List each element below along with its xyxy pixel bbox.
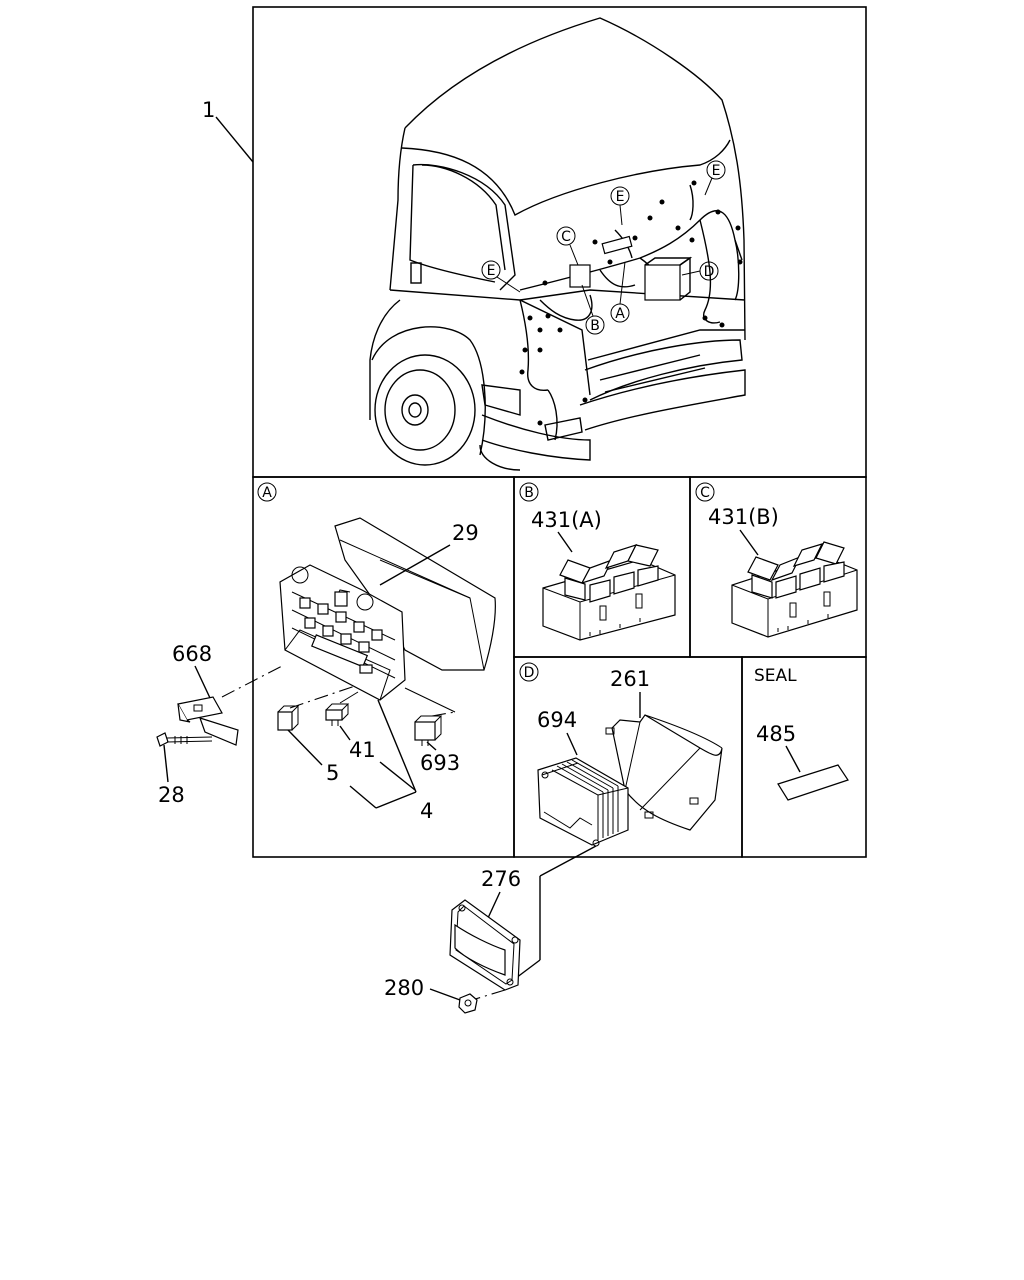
svg-text:D: D [524,665,535,681]
dashed-leader-668 [221,665,283,698]
callout-693: 693 [420,751,460,775]
bracket-668 [177,696,239,746]
leader-668 [194,665,211,699]
leader-693 [426,741,437,751]
controller-link-bracket [515,959,541,979]
relay-block-431a [542,543,676,641]
bolt-28 [156,732,213,747]
callout-485: 485 [756,722,796,746]
seal-label-485 [777,764,849,801]
callout-4: 4 [420,799,433,823]
controller-bracket-276 [449,899,521,991]
leader-4 [349,699,417,809]
dashed-leader-693 [431,711,456,717]
harness-marker-b: B [581,284,605,335]
svg-text:E: E [712,163,721,179]
callout-431b: 431(B) [708,505,779,529]
svg-text:B: B [590,318,600,334]
fuse-box [279,564,406,701]
svg-text:B: B [524,485,534,501]
svg-text:E: E [487,263,496,279]
svg-text:D: D [704,264,715,280]
leader-28 [163,744,169,783]
callout-1: 1 [202,98,215,122]
harness-marker-c: C [556,226,579,266]
harness-marker-e3: E [481,260,521,293]
controller-cover-261 [605,714,723,831]
harness-controller-box [644,264,681,301]
callout-694: 694 [537,708,577,732]
leader-431a [557,531,573,553]
callout-41: 41 [349,738,376,762]
svg-text:A: A [615,306,625,322]
harness-marker-e2: E [704,160,726,196]
leader-276 [487,891,501,919]
panel-a-marker: A [257,482,277,502]
fuse-box-cover [334,517,496,671]
relay-block-431b [731,541,858,638]
callout-28: 28 [158,783,185,807]
svg-text:C: C [700,485,710,501]
harness-marker-a: A [610,261,630,323]
svg-text:A: A [262,485,272,501]
callout-668: 668 [172,642,212,666]
leader-694 [566,732,578,756]
leader-280 [429,988,461,1001]
callout-431a: 431(A) [531,508,602,532]
callout-261: 261 [610,667,650,691]
nut-280 [458,993,478,1014]
harness-marker-d: D [681,261,719,281]
leader-431b [739,529,759,556]
leader-485 [785,745,801,773]
controller-link-line [539,845,597,877]
svg-text:E: E [616,189,625,205]
panel-d-marker: D [519,662,539,682]
leader-29 [379,544,451,586]
fuse-41 [325,703,350,726]
panel-seal-title: SEAL [754,666,797,686]
leader-5 [287,729,323,766]
panel-c-marker: C [695,482,715,502]
leader-41 [339,725,351,741]
dashed-leader-280 [471,989,506,1001]
dashed-leader-fuse [289,685,356,709]
relay-693 [414,715,443,746]
fuse-5 [277,705,300,731]
callout-29: 29 [452,521,479,545]
svg-text:C: C [561,229,571,245]
truck-cab-illustration: C E E E D B A [369,17,746,471]
panel-seal-frame [741,656,867,858]
harness-marker-e1: E [610,186,630,226]
panel-b-marker: B [519,482,539,502]
diagram-frames [252,6,867,858]
callout-276: 276 [481,867,521,891]
callout-5: 5 [326,761,339,785]
leader-1 [215,116,254,163]
callout-280: 280 [384,976,424,1000]
controller-unit-694 [537,757,629,847]
harness-connector-dots [519,180,743,426]
